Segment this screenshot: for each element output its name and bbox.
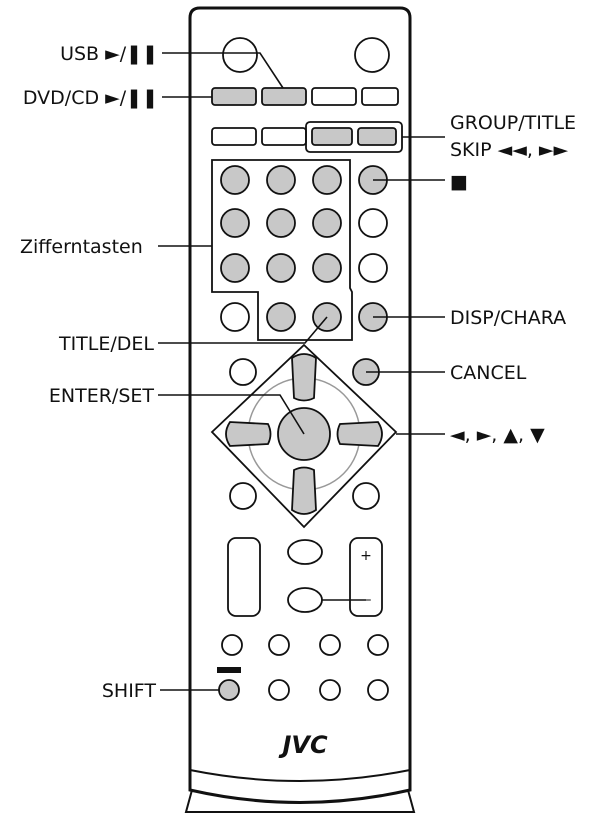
row2-button-1[interactable] [211, 127, 257, 146]
row2-button-2[interactable] [261, 127, 307, 146]
number-key-2[interactable] [266, 165, 296, 195]
label-disp-chara: DISP/CHARA [450, 307, 566, 329]
label-shift: SHIFT [102, 680, 157, 702]
numeric-keypad-frame [211, 159, 353, 341]
nav-right-bottom-button[interactable] [352, 482, 380, 510]
label-dvd-cd: DVD/CD ►/❚❚ [23, 87, 158, 109]
small-button-r1c4[interactable] [367, 634, 389, 656]
nav-down-button[interactable] [291, 466, 317, 515]
volume-minus-label: – [365, 592, 372, 608]
nav-diamond-frame [210, 343, 398, 529]
number-key-0[interactable] [266, 302, 296, 332]
dvd-cd-play-button[interactable] [211, 87, 257, 106]
number-key-9[interactable] [312, 253, 342, 283]
number-key-4[interactable] [220, 208, 250, 238]
small-button-r2c4[interactable] [367, 679, 389, 701]
small-button-r1c1[interactable] [221, 634, 243, 656]
brand-logo: JVC [278, 731, 328, 759]
open-button[interactable] [354, 37, 390, 73]
label-cancel: CANCEL [450, 362, 527, 384]
row4-side-button[interactable] [358, 208, 388, 238]
small-button-r1c2[interactable] [268, 634, 290, 656]
number-key-7[interactable] [220, 253, 250, 283]
nav-up-button[interactable] [291, 353, 317, 402]
label-enter-set: ENTER/SET [49, 385, 154, 407]
row5-side-button[interactable] [358, 253, 388, 283]
usb-leader [162, 52, 284, 89]
small-button-r1c3[interactable] [319, 634, 341, 656]
number-key-3[interactable] [312, 165, 342, 195]
label-group-title: GROUP/TITLE [450, 112, 576, 134]
label-skip: SKIP ◄◄, ►► [450, 139, 569, 161]
small-button-r2c2[interactable] [268, 679, 290, 701]
small-button-r2c3[interactable] [319, 679, 341, 701]
number-key-8[interactable] [266, 253, 296, 283]
label-stop: ■ [450, 171, 468, 193]
title-del-leader [158, 316, 328, 344]
usb-play-button[interactable] [261, 87, 307, 106]
label-numeric-keys: Zifferntasten [20, 236, 143, 258]
enter-set-leader [158, 394, 305, 435]
nav-left-top-button[interactable] [229, 358, 257, 386]
number-key-1[interactable] [220, 165, 250, 195]
label-usb: USB ►/❚❚ [60, 43, 158, 65]
label-arrows: ◄, ►, ▲, ▼ [450, 424, 545, 446]
nav-left-button[interactable] [225, 421, 272, 447]
volume-rocker[interactable] [349, 537, 383, 617]
skip-back-button[interactable] [311, 127, 353, 146]
left-rocker-button[interactable] [227, 537, 261, 617]
mid-lower-button[interactable] [287, 587, 323, 613]
source-button-4[interactable] [361, 87, 399, 106]
shift-button[interactable] [218, 679, 240, 701]
volume-plus-label: + [360, 548, 372, 564]
row6-left-button[interactable] [220, 302, 250, 332]
power-button[interactable] [222, 37, 258, 73]
nav-right-button[interactable] [336, 421, 383, 447]
nav-left-bottom-button[interactable] [229, 482, 257, 510]
shift-indicator-bar [217, 667, 241, 673]
number-key-5[interactable] [266, 208, 296, 238]
source-button-3[interactable] [311, 87, 357, 106]
mid-upper-button[interactable] [287, 539, 323, 565]
number-key-6[interactable] [312, 208, 342, 238]
skip-forward-button[interactable] [357, 127, 397, 146]
label-title-del: TITLE/DEL [58, 333, 154, 355]
